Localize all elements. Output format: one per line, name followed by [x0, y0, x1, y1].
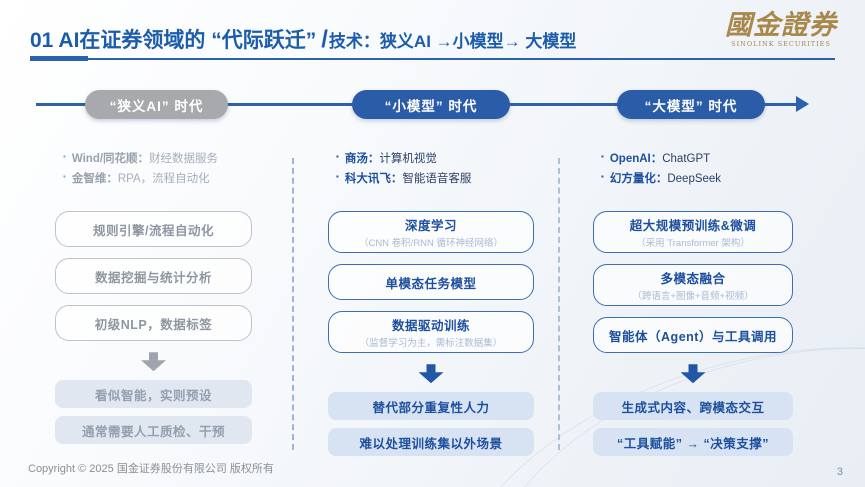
title-sub: 技术：狭义AI →小模型→ 大模型 [328, 32, 577, 51]
header: 01 AI在证券领域的 “代际跃迁”/技术：狭义AI →小模型→ 大模型 國金證… [30, 10, 837, 61]
era-pill-narrow-ai: “狭义AI” 时代 [85, 90, 228, 119]
bullet-icon: ▪ [601, 152, 604, 161]
logo-english-text: SINOLINK SECURITIES [731, 40, 831, 48]
example-bullets: ▪OpenAI：ChatGPT ▪幻方量化：DeepSeek [601, 149, 793, 189]
outcome-box: 替代部分重复性人力 [328, 392, 534, 421]
outcome-box: 通常需要人工质检、干预 [55, 416, 252, 445]
capability-box: 多模态融合（跨语言+图像+音频+视频） [593, 264, 793, 307]
outcome-box: 生成式内容、跨模态交互 [593, 392, 793, 421]
capability-box: 数据挖掘与统计分析 [55, 258, 252, 295]
outcome-box: 难以处理训练集以外场景 [328, 428, 534, 457]
dashed-separator [558, 158, 560, 450]
list-item: ▪幻方量化：DeepSeek [601, 169, 793, 189]
capability-box: 初级NLP，数据标签 [55, 305, 252, 342]
bullet-icon: ▪ [336, 172, 339, 182]
outcome-box: “工具赋能” → “决策支撑” [593, 428, 793, 457]
dashed-separator [292, 158, 294, 450]
era-pill-large-model: “大模型” 时代 [617, 90, 765, 119]
era-pill-small-model: “小模型” 时代 [352, 90, 510, 119]
sinolink-logo: 國金證券 SINOLINK SECURITIES [725, 12, 837, 48]
logo-chinese-text: 國金證券 [725, 10, 837, 41]
list-item: ▪金智维：RPA，流程自动化 [63, 169, 252, 189]
title-divider: / [321, 26, 328, 53]
capability-box: 智能体（Agent）与工具调用 [593, 317, 793, 354]
bullet-icon: ▪ [336, 152, 339, 161]
capability-box: 深度学习（CNN 卷积/RNN 循环神经网络） [328, 211, 534, 254]
bullet-icon: ▪ [601, 172, 604, 182]
column-large-model: ▪OpenAI：ChatGPT ▪幻方量化：DeepSeek 超大规模预训练&微… [593, 147, 793, 464]
capability-box: 单模态任务模型 [328, 264, 534, 301]
title-main: 01 AI在证券领域的 “代际跃迁” [30, 29, 317, 52]
column-narrow-ai: ▪Wind/同花顺：财经数据服务 ▪金智维：RPA，流程自动化 规则引擎/流程自… [55, 147, 252, 452]
example-bullets: ▪商汤：计算机视觉 ▪科大讯飞：智能语音客服 [336, 149, 534, 189]
bullet-icon: ▪ [63, 152, 66, 161]
timeline-arrowhead-icon [796, 96, 809, 112]
copyright-text: Copyright © 2025 国金证券股份有限公司 版权所有 [28, 463, 274, 475]
list-item: ▪商汤：计算机视觉 [336, 149, 534, 169]
capability-box: 超大规模预训练&微调（采用 Transformer 架构） [593, 211, 793, 254]
list-item: ▪科大讯飞：智能语音客服 [336, 169, 534, 189]
bullet-icon: ▪ [63, 172, 66, 182]
outcome-box: 看似智能，实则预设 [55, 380, 252, 409]
column-small-model: ▪商汤：计算机视觉 ▪科大讯飞：智能语音客服 深度学习（CNN 卷积/RNN 循… [328, 147, 534, 464]
list-item: ▪Wind/同花顺：财经数据服务 [63, 149, 252, 169]
capability-box: 数据驱动训练（监督学习为主，需标注数据集） [328, 311, 534, 354]
example-bullets: ▪Wind/同花顺：财经数据服务 ▪金智维：RPA，流程自动化 [63, 149, 252, 189]
capability-box: 规则引擎/流程自动化 [55, 211, 252, 248]
down-arrow-icon [141, 352, 166, 372]
list-item: ▪OpenAI：ChatGPT [601, 149, 793, 169]
page-title: 01 AI在证券领域的 “代际跃迁”/技术：狭义AI →小模型→ 大模型 [30, 10, 576, 55]
title-underline [30, 56, 835, 61]
down-arrow-icon [680, 364, 706, 384]
page-number: 3 [836, 466, 843, 478]
era-timeline: “狭义AI” 时代 “小模型” 时代 “大模型” 时代 [0, 90, 865, 120]
down-arrow-icon [418, 364, 444, 384]
